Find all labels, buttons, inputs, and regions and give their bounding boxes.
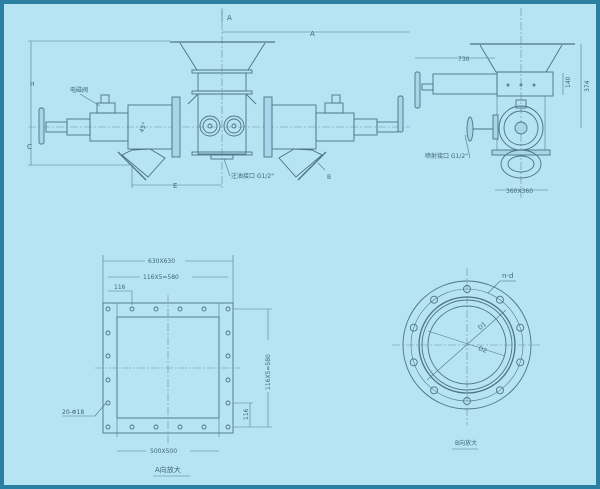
bolt-holes [105,306,231,430]
bolt-hole [105,353,111,359]
view-b-caption: B向放大 [455,439,477,447]
bolt-hole [153,424,159,430]
bolt-hole [105,330,111,336]
d2-label: D2 [477,345,487,355]
dim-a: A [310,30,315,38]
flange-bolt-holes [409,285,525,405]
dim-580-vertical: 116X5=580 [265,354,272,390]
bolt-hole [225,377,231,383]
bolt-hole [225,330,231,336]
bolt-hole [463,285,471,293]
bolt-hole [409,323,418,332]
dim-630: 630X630 [148,258,175,265]
bolt-hole [225,424,231,430]
side-view: 730 喷射接口 G1/2" 360X360 140 374 [414,8,591,200]
view-b-detail: D1 D2 n-d B向放大 [392,268,540,450]
nd-label: n-d [502,272,513,280]
bolt-hole [225,353,231,359]
bolt-hole [225,306,231,312]
dim-h: H [30,81,35,88]
view-arrow-b-label: B [327,174,331,181]
holes-label: 20-Φ18 [62,409,84,416]
dim-500: 500X500 [150,448,177,455]
d1-label: D1 [477,321,488,332]
bolt-hole [105,424,111,430]
handwheel-side-icon [414,71,421,109]
bolt-hole [129,306,135,312]
bolt-hole [463,397,471,405]
dim-116-top: 116 [114,284,126,291]
bolt-hole [516,323,525,332]
dim-374: 374 [584,80,591,92]
bolt-hole [409,358,418,367]
dim-140: 140 [565,76,572,88]
bolt-hole [495,386,504,395]
bolt-hole [430,386,439,395]
bolt-hole [129,424,135,430]
oil-port-label: 注油接口 G1/2" [231,172,274,180]
handwheel-left-icon [38,107,45,145]
bolt-hole [430,295,439,304]
bolt-hole [201,306,207,312]
bolt-hole [177,424,183,430]
bolt-hole [516,358,525,367]
front-view: A A H C E 电磁阀 45° 注油接口 G1/2" B [27,8,410,190]
bolt-hole [153,306,159,312]
bolt-hole [201,424,207,430]
dim-360: 360X360 [506,188,533,195]
solenoid-valve-left [96,102,116,114]
bolt-hole [105,400,111,406]
dim-e: E [173,182,177,190]
bolt-hole [177,306,183,312]
dim-c: C [27,143,32,151]
view-a-detail: 630X630 116X5=580 116 116X5=580 116 20-Φ… [62,255,273,477]
bolt-hole [495,295,504,304]
view-a-caption: A向放大 [155,465,181,474]
solenoid-valve-right [324,102,344,114]
angle-label: 45° [138,121,148,133]
bolt-hole [225,400,231,406]
bolt-hole [105,306,111,312]
valve-label: 电磁阀 [70,86,88,94]
dim-580: 116X5=580 [143,274,179,281]
spray-port-label: 喷射接口 G1/2" [425,152,468,160]
bolt-hole [105,377,111,383]
view-arrow-a-label: A [227,14,232,22]
dim-730: 730 [458,56,470,63]
dim-116-right: 116 [243,408,250,420]
handwheel-right-icon [397,95,404,133]
